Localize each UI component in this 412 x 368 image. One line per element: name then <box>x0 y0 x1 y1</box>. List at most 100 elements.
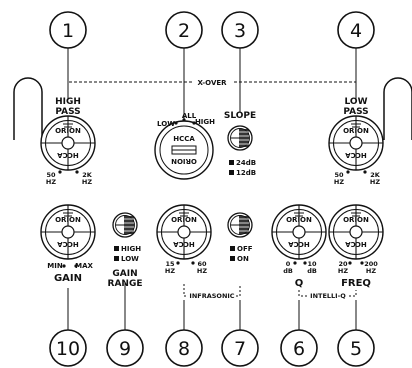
gain-range-high-mark <box>114 246 119 251</box>
mounting-hole-left <box>13 77 43 140</box>
intelliq-label: INTELLI-Q <box>310 292 346 300</box>
freq-min-label-1: 20 <box>338 260 348 268</box>
high-pass-label-2: PASS <box>55 107 80 117</box>
freq-label: FREQ <box>341 278 371 289</box>
slope-switch <box>227 125 253 151</box>
gain-range-low-mark <box>114 256 119 261</box>
mode-knob-logo-bottom: ORION <box>171 157 197 165</box>
inf-max-dot <box>191 261 195 265</box>
inf-min-label-2: HZ <box>165 267 175 275</box>
callout-number-10: 10 <box>56 338 80 360</box>
inf-min-dot <box>176 261 180 265</box>
inf-on-mark <box>230 256 235 261</box>
high-pass-knob <box>40 115 96 171</box>
callout-number-9: 9 <box>119 338 131 360</box>
infrasonic-label-bg <box>188 291 236 300</box>
gain-max-label: MAX <box>75 262 93 270</box>
q-min-dot <box>293 261 297 265</box>
slope-label: SLOPE <box>224 111 256 121</box>
gain-range-high-label: HIGH <box>121 245 141 253</box>
xover-label-bg <box>192 77 232 86</box>
mode-knob-logo-top: HCCA <box>173 135 195 143</box>
slope-12-label: 12dB <box>236 169 256 177</box>
infrasonic-freq-knob <box>156 204 212 260</box>
intelliq-label-bg <box>308 291 348 300</box>
knob-logo-bottom-2: HCCA <box>57 240 79 248</box>
knob-logo-top-4: ORION <box>286 216 312 224</box>
callout-number-6: 6 <box>293 338 305 360</box>
intelliq-bracket <box>298 290 357 297</box>
freq-max-label-1: 200 <box>364 260 378 268</box>
callout-number-5: 5 <box>350 338 362 360</box>
hp-min-label-2: HZ <box>46 178 56 186</box>
freq-min-dot <box>348 261 352 265</box>
mode-high-label: HIGH <box>195 118 215 126</box>
freq-knob <box>328 204 384 260</box>
lp-max-dot <box>363 170 367 174</box>
high-pass-label-1: HIGH <box>55 97 81 107</box>
lp-max-label-2: HZ <box>370 178 380 186</box>
knob-logo-bottom-0: HCCA <box>57 151 79 159</box>
gain-range-low-label: LOW <box>121 255 139 263</box>
gain-max-dot <box>74 264 78 268</box>
gain-range-switch <box>112 212 138 238</box>
low-pass-knob <box>328 115 384 171</box>
xover-label: X-OVER <box>197 79 227 87</box>
inf-min-label-1: 15 <box>165 260 175 268</box>
callout-number-2: 2 <box>178 20 190 42</box>
gain-range-label-1: GAIN <box>112 269 137 279</box>
knob-logo-top-0: ORION <box>55 127 81 135</box>
knob-logo-top-1: ORION <box>343 127 369 135</box>
inf-on-label: ON <box>237 255 249 263</box>
mode-low-label: LOW <box>157 120 175 128</box>
hp-max-label-1: 2K <box>82 171 93 179</box>
q-knob <box>271 204 327 260</box>
inf-off-label: OFF <box>237 245 253 253</box>
knob-logo-bottom-3: HCCA <box>173 240 195 248</box>
mode-low-dot <box>174 121 178 125</box>
callout-number-8: 8 <box>178 338 190 360</box>
lp-min-label-2: HZ <box>334 178 344 186</box>
freq-max-dot <box>360 261 364 265</box>
callout-number-3: 3 <box>234 20 246 42</box>
hp-max-dot <box>75 170 79 174</box>
mode-all-dot <box>182 118 186 122</box>
hp-min-dot <box>58 170 62 174</box>
slope-12-mark <box>229 170 234 175</box>
gain-min-dot <box>62 264 66 268</box>
inf-off-mark <box>230 246 235 251</box>
inf-max-label-1: 60 <box>197 260 207 268</box>
lp-max-label-1: 2K <box>370 171 381 179</box>
mode-knob-inner <box>159 125 209 175</box>
freq-max-label-2: HZ <box>366 267 376 275</box>
inf-max-label-2: HZ <box>197 267 207 275</box>
mounting-hole-right <box>383 77 412 140</box>
callout-number-4: 4 <box>350 20 362 42</box>
q-max-dot <box>303 261 307 265</box>
q-min-label-1: 0 <box>286 260 291 268</box>
knob-logo-top-5: ORION <box>343 216 369 224</box>
gain-range-label-2: RANGE <box>108 279 143 289</box>
q-max-label-1: 10 <box>307 260 317 268</box>
low-pass-label-1: LOW <box>345 97 368 107</box>
q-max-label-2: dB <box>307 267 317 275</box>
infrasonic-label: INFRASONIC <box>189 292 234 300</box>
lp-min-dot <box>346 170 350 174</box>
lp-min-label-1: 50 <box>334 171 344 179</box>
q-label: Q <box>295 278 304 289</box>
hp-min-label-1: 50 <box>46 171 56 179</box>
gain-label: GAIN <box>54 273 82 284</box>
mode-all-label: ALL <box>182 112 197 120</box>
hp-max-label-2: HZ <box>82 178 92 186</box>
callout-number-1: 1 <box>62 20 74 42</box>
freq-min-label-2: HZ <box>338 267 348 275</box>
knob-logo-bottom-4: HCCA <box>288 240 310 248</box>
gain-min-label: MIN <box>47 262 63 270</box>
knob-logo-bottom-5: HCCA <box>345 240 367 248</box>
low-pass-label-2: PASS <box>343 107 368 117</box>
q-min-label-2: dB <box>283 267 293 275</box>
knob-logo-top-3: ORION <box>171 216 197 224</box>
mode-high-dot <box>192 121 196 125</box>
callout-number-7: 7 <box>234 338 246 360</box>
